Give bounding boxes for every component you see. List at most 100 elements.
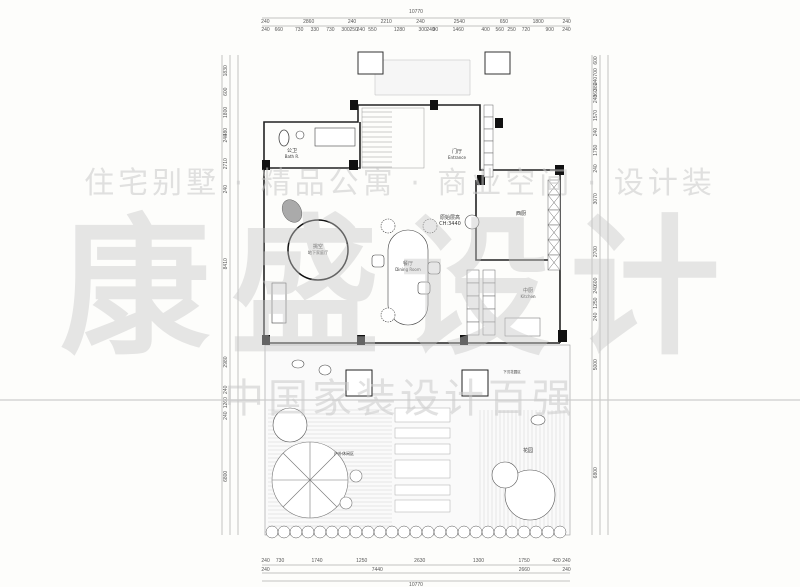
room-label-dining: 餐厅 (403, 260, 413, 267)
hedge-row (265, 525, 567, 539)
entry-terrace (374, 59, 471, 96)
dimension-label: 240 (357, 27, 366, 33)
dimension-label: 1300 (473, 558, 484, 564)
top-total-dimension: 10770 (409, 9, 423, 15)
dimension-label: 1830 (223, 65, 229, 76)
dimension-label: 6800 (593, 467, 599, 478)
dimension-label: 240 (261, 27, 270, 33)
dimension-label: 1460 (453, 27, 464, 33)
staircase (361, 107, 425, 169)
room-label-bath: 公卫 (287, 148, 297, 154)
kitchen-cabinets (466, 104, 561, 337)
pillar-block-right (461, 369, 489, 397)
dimension-label: 2660 (519, 567, 530, 573)
room-label-entrance-en: Entrance (448, 155, 466, 160)
dimension-label: 240 (593, 77, 599, 86)
dimension-lines (221, 17, 609, 582)
dimension-label: 1250 (593, 297, 599, 308)
dimension-label: 3070 (593, 193, 599, 204)
dimension-label: 2210 (381, 19, 392, 25)
room-label-void-sub: 地下家庭厅 (308, 249, 328, 255)
dimension-label: 1800 (533, 19, 544, 25)
dimension-label: 240 (261, 567, 270, 573)
dimension-label: 380 (593, 82, 599, 91)
dimension-label: 240 (261, 19, 270, 25)
dimension-label: 240 (223, 185, 229, 194)
dimension-label: 730 (276, 558, 285, 564)
dimension-label: 240 (593, 128, 599, 137)
dining-table-set (371, 214, 480, 326)
entry-pillar-left (357, 51, 384, 75)
dimension-label: 660 (275, 27, 284, 33)
area-label-garden: 花园 (523, 447, 533, 454)
room-label-dining-en: Dining Room (395, 267, 421, 272)
basin-icon (295, 130, 305, 140)
dimension-label: 240 (223, 411, 229, 420)
dimension-label: 2630 (414, 558, 425, 564)
dimension-label: 900 (546, 27, 555, 33)
dimension-label: 7440 (372, 567, 383, 573)
dimension-label: 5000 (593, 359, 599, 370)
dimension-label: 330 (311, 27, 320, 33)
dimension-label: 6800 (223, 471, 229, 482)
dimension-label: 720 (522, 27, 531, 33)
dimension-label: 240 (562, 27, 571, 33)
watermark: 住宅别墅 · 精品公寓 · 商业空间 · 设计装 康盛设计 中国家装设计百强 (0, 166, 800, 422)
dimension-label: 240 (593, 164, 599, 173)
bottom-total-dimension: 10770 (409, 582, 423, 587)
dimension-label: 550 (368, 27, 377, 33)
dimension-label: 600 (223, 87, 229, 96)
dimension-label: 1260 (223, 397, 229, 408)
patio-umbrella (271, 441, 363, 519)
pillar-block-left (345, 369, 373, 397)
dimension-label: 240 (562, 19, 571, 25)
structural-columns (262, 100, 567, 345)
vanity-counter (314, 127, 356, 147)
dimension-label: 730 (295, 27, 304, 33)
room-label-entrance: 门厅 (452, 148, 462, 155)
dimension-label: 360 (593, 89, 599, 98)
room-label-kitchen-en: Kitchen (520, 294, 535, 299)
dimension-label: 240 (348, 19, 357, 25)
dimension-label: 650 (500, 19, 509, 25)
dimension-label: 300 (418, 27, 427, 33)
dimension-label: 2700 (593, 246, 599, 257)
dimension-label: 240 (223, 385, 229, 394)
dimension-label: 240 (562, 567, 571, 573)
watermark-line1: 住宅别墅 · 精品公寓 · 商业空间 · 设计装 (84, 166, 716, 201)
dimension-label: 420 (552, 558, 561, 564)
dimension-label: 2860 (303, 19, 314, 25)
ceiling-height-value: CH:3440 (439, 221, 461, 227)
dimension-label: 600 (593, 56, 599, 65)
dimension-label: 240 (426, 27, 435, 33)
dimension-label: 250 (349, 27, 358, 33)
dimension-label: 240 (562, 558, 571, 564)
watermark-brand: 康盛设计 (60, 202, 740, 376)
entry-pillar-right (484, 51, 511, 75)
room-label-kitchen: 中厨 (523, 287, 533, 294)
dimension-label: 1740 (311, 558, 322, 564)
dimension-label: 240 (593, 312, 599, 321)
dimension-label: 1280 (394, 27, 405, 33)
ceiling-height-label: 原始层高 (440, 214, 460, 221)
dimension-label: 240 (223, 134, 229, 143)
piano (271, 282, 287, 324)
room-label-western-kitchen: 西厨 (516, 211, 526, 217)
dimension-label: 240 (593, 95, 599, 104)
plant-pot (281, 199, 303, 223)
dimension-label: 250 (507, 27, 516, 33)
dimension-label: 1800 (223, 107, 229, 118)
dimension-label: 1750 (593, 145, 599, 156)
dimension-label: 90 (433, 27, 439, 33)
dimension-label: 600 (593, 277, 599, 286)
dimension-label: 480 (223, 128, 229, 137)
area-label-side: 下沉花园区 (503, 369, 521, 374)
void-opening (287, 219, 349, 281)
dimension-label: 240 (416, 19, 425, 25)
dimension-label: 560 (496, 27, 505, 33)
dimension-label: 1570 (593, 110, 599, 121)
dimension-label: 2710 (223, 158, 229, 169)
dimension-label: 700 (593, 68, 599, 77)
